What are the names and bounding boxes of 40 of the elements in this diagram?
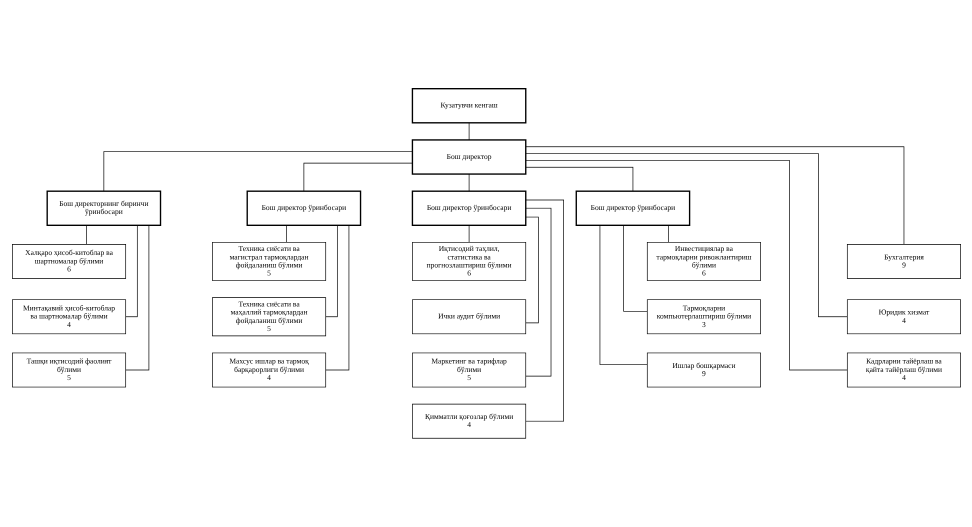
node-box: Ишлар бошқармаси 9	[646, 352, 760, 388]
node-box: Бухгалтерия 9	[846, 244, 960, 279]
connector	[468, 174, 469, 192]
node-box: Ташқи иқтисодий фаолият бўлими 5	[12, 352, 126, 388]
node-box: Маркетинг ва тарифлар бўлими 5	[412, 352, 526, 388]
connector	[599, 225, 647, 365]
node-box: Ички аудит бўлими	[412, 299, 526, 334]
connector	[525, 166, 633, 192]
node-box: Юридик хизмат 4	[846, 299, 960, 334]
connector	[524, 208, 551, 376]
connector	[124, 225, 138, 318]
connector	[325, 225, 349, 370]
connector	[622, 225, 647, 312]
connector	[525, 200, 564, 422]
node-box: Халқаро ҳисоб-китоблар ва шартномалар бўлими 6	[12, 244, 126, 279]
node-box: Тармоқларни компьютерлаштириш бўлими 3	[646, 299, 760, 334]
node-box: Махсус ишлар ва тармоқ барқарорлиги бўлими 4	[212, 352, 326, 388]
node-box: Бош директор ўринбосари	[411, 190, 526, 226]
node-box: Бош директор ўринбосари	[575, 190, 690, 226]
connector	[468, 122, 469, 140]
connector	[468, 225, 469, 243]
node-box: Бош директор ўринбосари	[246, 190, 361, 226]
node-box: Техника сиёсати ва маҳаллий тармоқлардан фойдаланиш бўлими 5	[212, 297, 326, 336]
node-box: Кадрларни тайёрлаш ва қайта тайёрлаш бўлими 4	[846, 352, 960, 388]
node-box: Иқтисодий таҳлил, статистика ва прогнозлаштириш бўлими 6	[412, 242, 526, 281]
connector	[524, 160, 847, 370]
node-box: Техника сиёсати ва магистрал тармоқлардан фойдаланиш бўлими 5	[212, 242, 326, 281]
node-box: Минтақавий ҳисоб-китоблар ва шартномалар бўлими 4	[12, 299, 126, 334]
node-box: Бош директор	[411, 139, 526, 175]
connector	[124, 225, 149, 370]
connector	[525, 216, 538, 324]
node-box: Кузатувчи кенгаш	[411, 88, 526, 124]
connector	[103, 151, 412, 192]
node-box: Қимматли қоғозлар бўлими 4	[412, 404, 526, 439]
connector	[524, 153, 847, 318]
connector	[303, 162, 412, 192]
connector	[324, 225, 338, 318]
node-box: Инвестициялар ва тармоқларни ривожлантириш бўлими 6	[646, 242, 760, 281]
connector	[525, 146, 904, 245]
node-box: Бош директорнинг биринчи ўринбосари	[46, 190, 161, 226]
